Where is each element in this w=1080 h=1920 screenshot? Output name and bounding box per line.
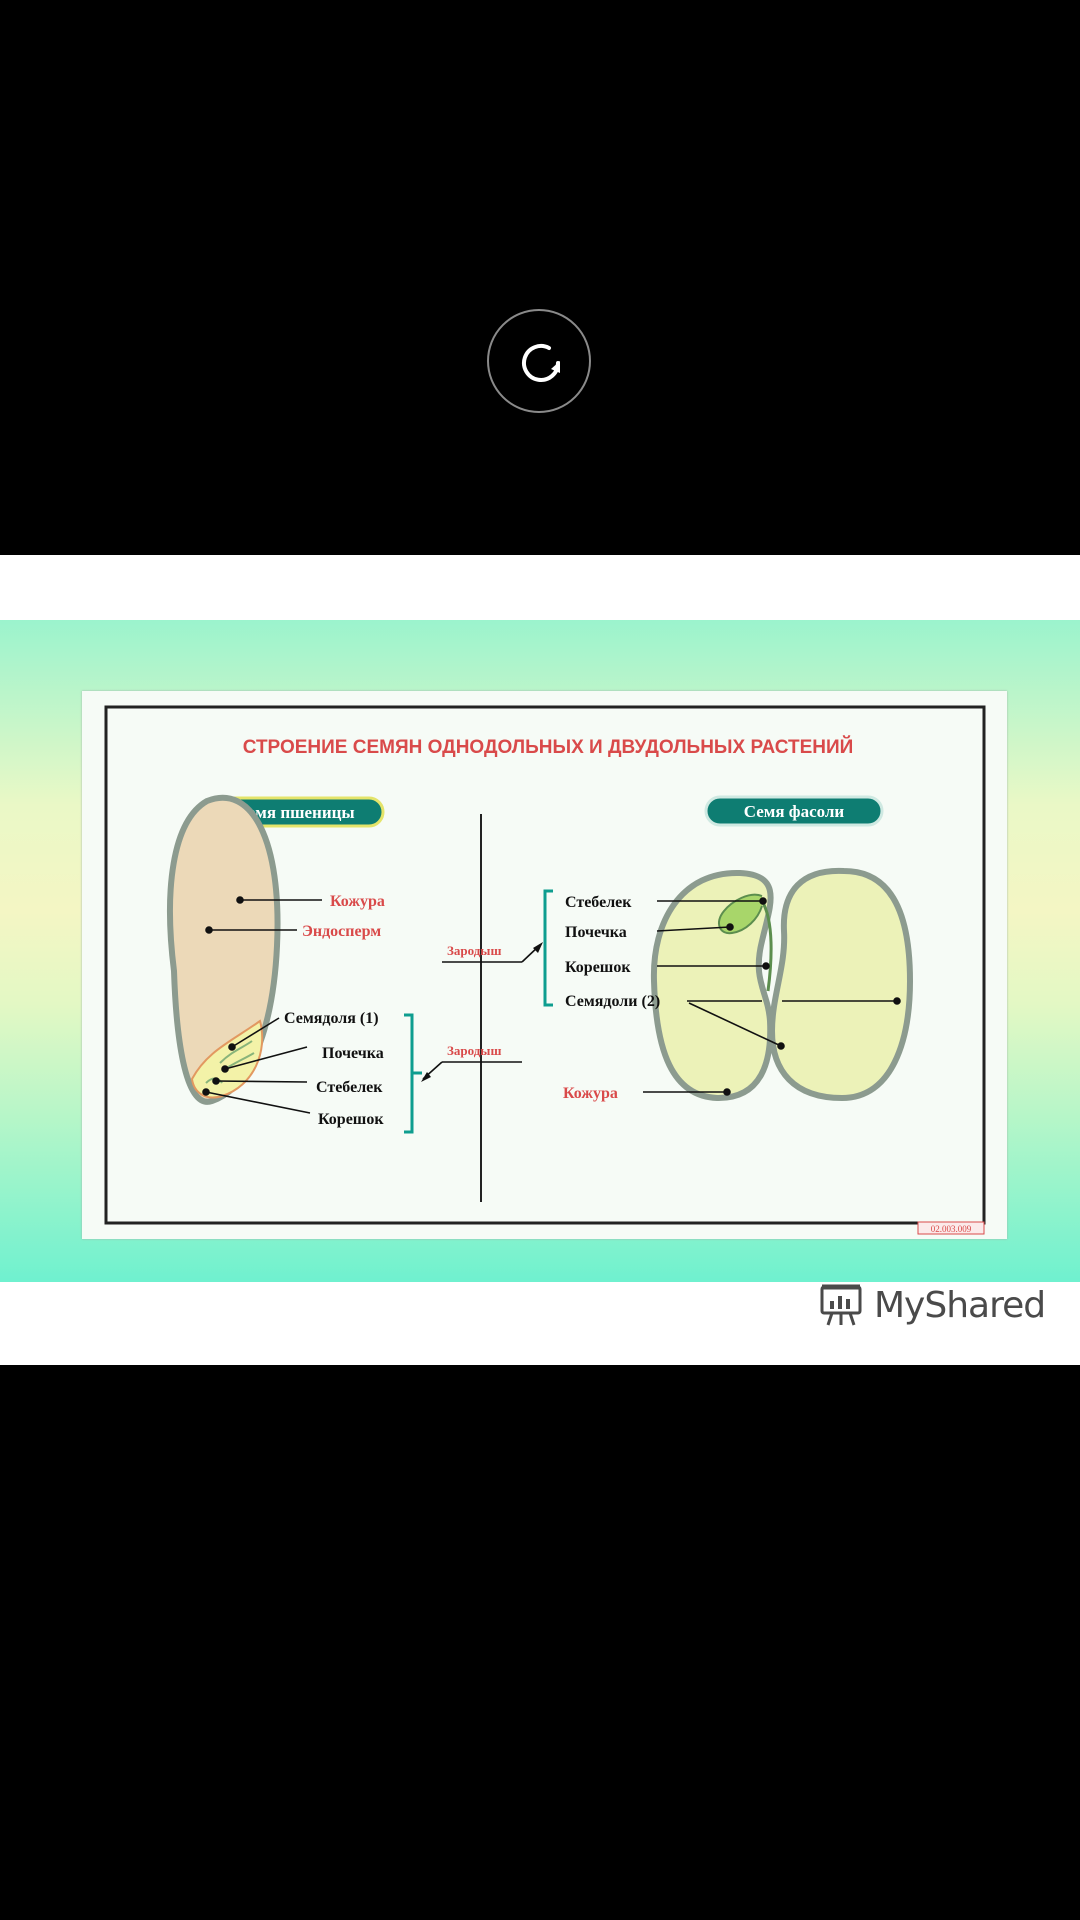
svg-text:Зародыш: Зародыш <box>447 943 501 958</box>
svg-text:Почечка: Почечка <box>322 1045 384 1062</box>
svg-text:Стебелек: Стебелек <box>565 894 632 911</box>
svg-text:Семядоли (2): Семядоли (2) <box>565 993 660 1010</box>
svg-text:Кожура: Кожура <box>563 1085 618 1102</box>
brand-name: MyShared <box>874 1285 1045 1326</box>
svg-text:Семядоля (1): Семядоля (1) <box>284 1010 379 1027</box>
poster-title: СТРОЕНИЕ СЕМЯН ОДНОДОЛЬНЫХ И ДВУДОЛЬНЫХ … <box>243 736 854 758</box>
diagram-poster: СТРОЕНИЕ СЕМЯН ОДНОДОЛЬНЫХ И ДВУДОЛЬНЫХ … <box>82 691 1007 1239</box>
svg-text:Эндосперм: Эндосперм <box>302 923 381 940</box>
svg-text:Корешок: Корешок <box>565 959 631 976</box>
presentation-icon <box>818 1283 864 1327</box>
svg-text:Корешок: Корешок <box>318 1111 384 1128</box>
reload-button[interactable] <box>487 309 591 413</box>
svg-text:Зародыш: Зародыш <box>447 1043 501 1058</box>
svg-text:Кожура: Кожура <box>330 893 385 910</box>
svg-text:Стебелек: Стебелек <box>316 1079 383 1096</box>
bean-badge: Семя фасоли <box>706 797 882 825</box>
reload-icon <box>513 335 569 391</box>
svg-text:Семя фасоли: Семя фасоли <box>744 802 845 821</box>
svg-text:Почечка: Почечка <box>565 924 627 941</box>
myshared-logo[interactable]: MyShared <box>818 1280 1045 1330</box>
svg-text:02.003.009: 02.003.009 <box>931 1224 972 1234</box>
